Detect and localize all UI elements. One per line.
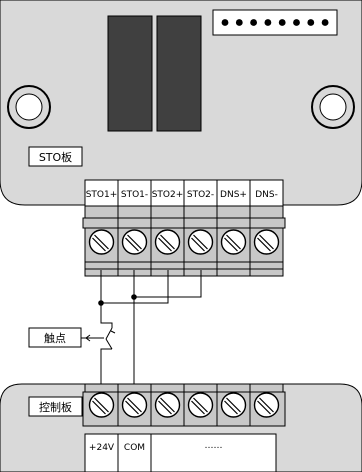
- control-terminal-cell-rest: [150, 433, 277, 472]
- led-strip: [212, 9, 338, 36]
- sto-board-label: STO板: [39, 150, 72, 164]
- relay-block-1: [107, 15, 153, 132]
- sto-terminal-block: [82, 205, 286, 277]
- sto-terminal-label: DNS-: [255, 190, 278, 200]
- contact-label: 触点: [44, 331, 66, 345]
- led-indicator: [264, 19, 272, 26]
- led-indicator: [235, 19, 243, 26]
- mounting-hole-left: [7, 85, 51, 129]
- control-terminal-label-24v: +24V: [89, 443, 115, 453]
- wire-contact-to-24v: [100, 348, 112, 384]
- sto-terminal-label: STO1-: [121, 190, 148, 200]
- control-board-label: 控制板: [39, 400, 72, 414]
- sto-terminal-cell: [117, 179, 152, 207]
- control-terminal-label-com: COM: [124, 443, 145, 453]
- led-indicator: [278, 19, 286, 26]
- sto-terminal-labels: STO1+STO1- STO2+STO2- DNS+ DNS-: [84, 179, 284, 207]
- led-indicators: [221, 19, 329, 26]
- control-terminal-block: [82, 383, 286, 427]
- led-indicator: [293, 19, 300, 26]
- led-indicator: [307, 19, 315, 26]
- contact-pointer-arrow: [85, 334, 91, 342]
- junction-dot-1: [131, 294, 137, 300]
- led-indicator: [250, 19, 257, 26]
- relay-block-2: [156, 15, 202, 132]
- sto-board-label-box: [28, 146, 83, 167]
- wire-to-contact: [100, 303, 113, 328]
- sto-terminal-cell: [84, 179, 119, 207]
- sto-terminal-label: STO2+: [152, 190, 184, 200]
- sto-terminal-cell: [150, 179, 185, 207]
- led-indicator: [221, 19, 229, 26]
- control-terminal-cell-24v: [84, 433, 119, 472]
- junction-dot-2: [98, 300, 104, 306]
- wiring: [100, 270, 202, 384]
- control-terminal-label-rest: ……: [205, 441, 223, 451]
- control-terminal-cell-com: [117, 433, 152, 472]
- mounting-hole-right: [311, 85, 355, 129]
- sto-terminal-label: STO2-: [187, 190, 214, 200]
- control-board-label-box: [28, 396, 83, 417]
- sto-terminal-label: DNS+: [220, 190, 247, 200]
- contact-symbol: [105, 327, 116, 350]
- led-indicator: [321, 19, 329, 26]
- sto-terminal-cell: [216, 179, 251, 207]
- wire-sto2m: [134, 270, 202, 298]
- sto-terminal-label: STO1+: [86, 190, 118, 200]
